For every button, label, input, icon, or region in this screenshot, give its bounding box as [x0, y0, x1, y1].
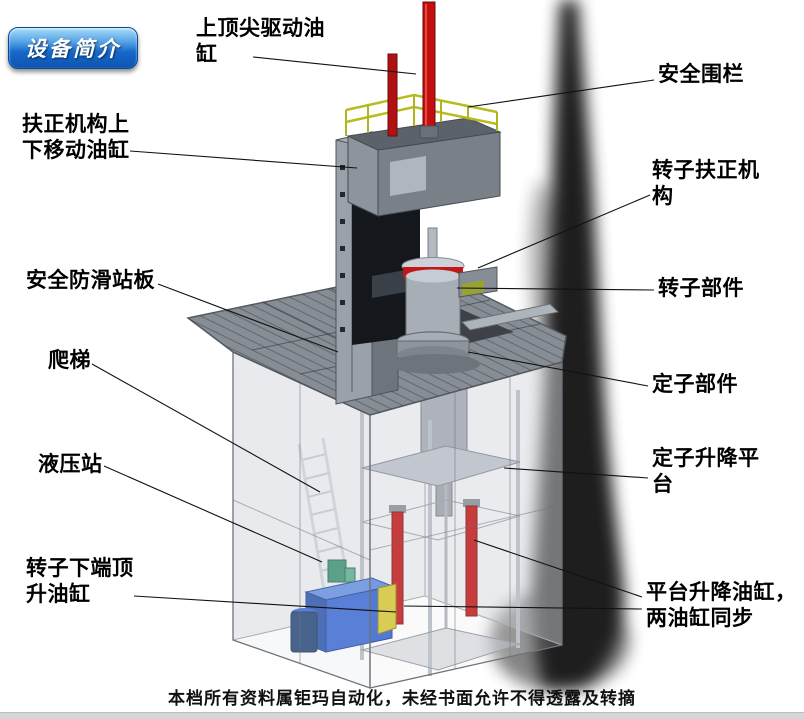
- callout-safety-fence: 安全围栏: [658, 63, 744, 86]
- shadow-smoke: [490, 0, 630, 692]
- callout-antislip-board: 安全防滑站板: [26, 269, 155, 292]
- platform-lift-cylinders: [389, 499, 480, 625]
- callout-centering-move-cylinder: 扶正机构上 下移动油缸: [22, 113, 130, 163]
- top-drive-cylinder-rods: [387, 1, 439, 139]
- stator-lift-frame: [360, 390, 522, 676]
- callout-ladder: 爬梯: [48, 349, 91, 372]
- callout-rotor-jack-cylinder: 转子下端顶 升油缸: [26, 557, 134, 607]
- leader-lines: [91, 56, 655, 613]
- rotor-assembly: [372, 227, 498, 374]
- callout-rotor-part: 转子部件: [658, 277, 744, 300]
- callout-rotor-centering: 转子扶正机 构: [652, 159, 760, 209]
- head-assembly: [346, 117, 502, 217]
- intro-badge[interactable]: 设备简介: [8, 27, 138, 69]
- bottom-edge-bar: [0, 712, 804, 719]
- column-bolts: [340, 165, 345, 332]
- callout-stator-lift-platform: 定子升降平 台: [652, 447, 760, 497]
- callout-platform-lift-cylinders: 平台升降油缸， 两油缸同步: [646, 581, 797, 631]
- callout-hydraulic-station: 液压站: [38, 453, 103, 476]
- confidential-footer: 本档所有资料属钜玛自动化，未经书面允许不得透露及转摘: [168, 689, 636, 708]
- callout-top-drive-cylinder: 上顶尖驱动油 缸: [196, 17, 325, 67]
- callout-stator-part: 定子部件: [652, 373, 738, 396]
